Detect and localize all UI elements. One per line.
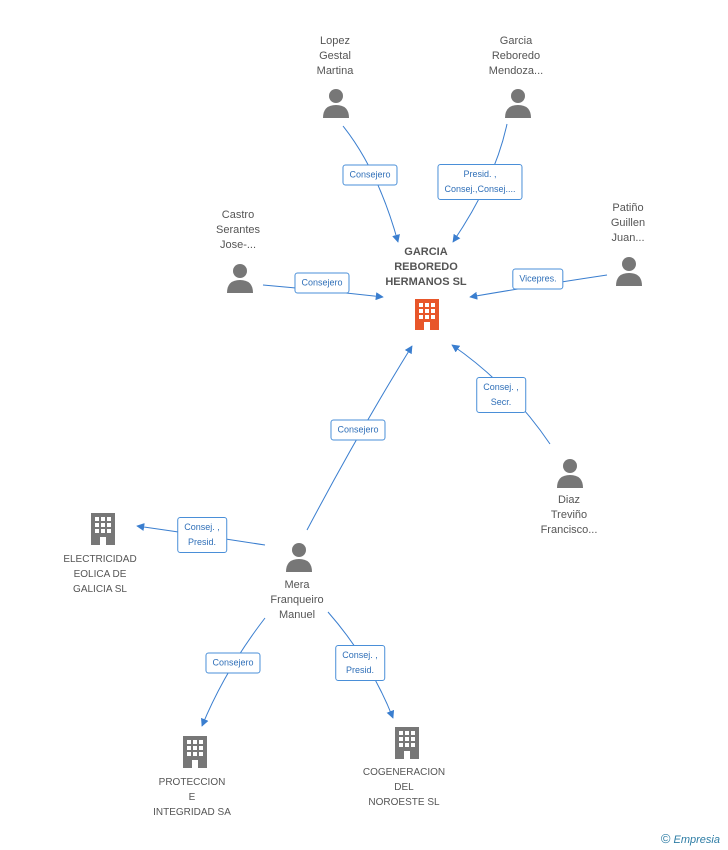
person-icon[interactable] [226,263,254,293]
role-label-patino: Vicepres. [512,268,564,290]
role-label-diaz: Consej. , Secr. [476,377,526,413]
main-company-label[interactable]: GARCIA REBOREDO HERMANOS SL [385,246,467,288]
person-label-diaz[interactable]: Diaz Treviño Francisco... [540,494,598,536]
role-label-garcia: Presid. , Consej.,Consej.... [437,164,523,200]
role-label-castro: Consejero [294,272,350,294]
brand-logo: Empresia [673,834,720,846]
role-label-mera: Consejero [330,419,386,441]
person-icon[interactable] [322,88,350,118]
person-icon[interactable] [504,88,532,118]
building-icon[interactable] [180,735,210,769]
role-label-cogeneracion: Consej. , Presid. [335,645,385,681]
person-label-garcia[interactable]: Garcia Reboredo Mendoza... [488,35,544,77]
company-label-cogeneracion[interactable]: COGENERACION DEL NOROESTE SL [362,767,446,808]
company-label-proteccion[interactable]: PROTECCION E INTEGRIDAD SA [153,777,231,818]
person-icon[interactable] [285,542,313,572]
role-label-proteccion: Consejero [205,652,261,674]
person-label-castro[interactable]: Castro Serantes Jose-... [215,209,261,251]
building-icon[interactable] [88,512,118,546]
company-label-electricidad[interactable]: ELECTRICIDAD EOLICA DE GALICIA SL [63,554,137,595]
person-label-mera[interactable]: Mera Franqueiro Manuel [270,579,324,621]
building-icon[interactable] [392,726,422,760]
person-icon[interactable] [615,256,643,286]
role-label-electricidad: Consej. , Presid. [177,517,227,553]
building-icon[interactable] [412,298,444,332]
brand-footer[interactable]: © Empresia [661,831,720,846]
person-label-patino[interactable]: Patiño Guillen Juan... [610,202,646,244]
person-icon[interactable] [556,458,584,488]
copyright-icon: © [660,831,671,846]
person-label-lopez[interactable]: Lopez Gestal Martina [316,35,354,77]
role-label-lopez: Consejero [342,164,398,186]
